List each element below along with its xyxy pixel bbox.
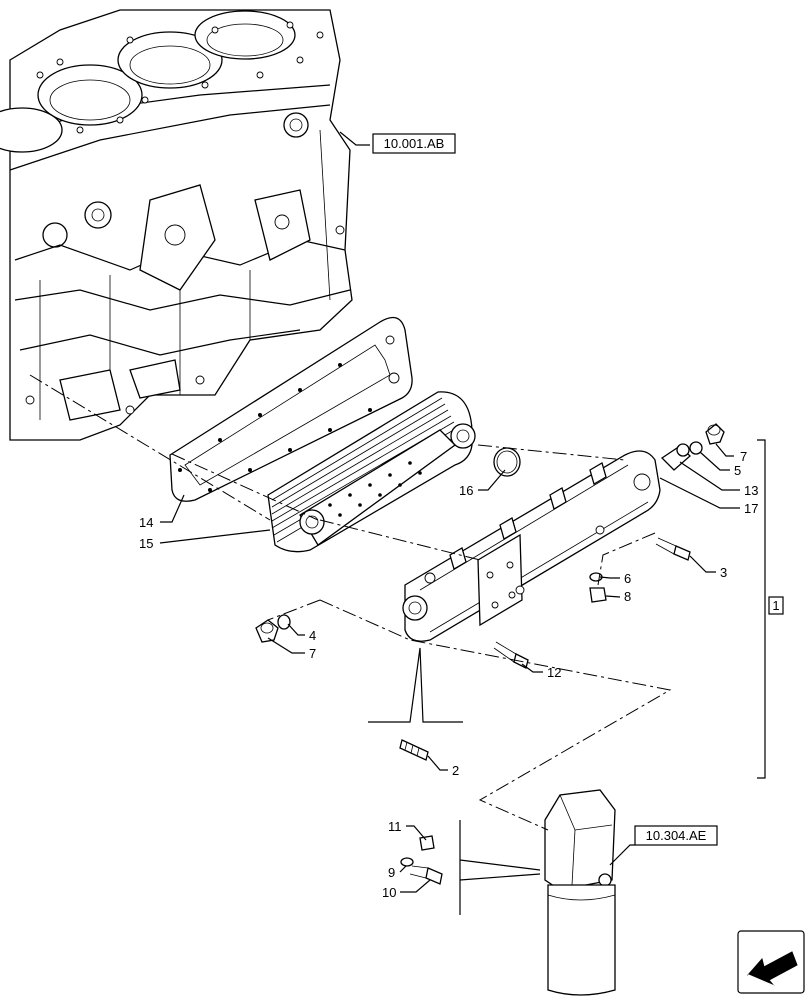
oil-cooler-housing	[402, 450, 661, 642]
reference-assembly[interactable]: 1	[768, 596, 784, 615]
gasket	[169, 316, 413, 502]
relief-valve	[660, 443, 691, 471]
arrow-icon[interactable]	[737, 930, 805, 994]
stud	[399, 739, 429, 761]
callout-7-left: 7	[309, 646, 316, 661]
callout-8: 8	[624, 589, 631, 604]
callout-17: 17	[744, 501, 758, 516]
reference-engine-block[interactable]: 10.001.AB	[372, 133, 456, 154]
reference-engine-block-label: 10.001.AB	[384, 136, 445, 151]
reference-oil-filter-label: 10.304.AE	[646, 828, 707, 843]
assembly-bracket	[757, 439, 766, 779]
oil-cooler-core	[267, 391, 476, 553]
bolt-filter-head	[409, 865, 443, 885]
washer-filter-head	[400, 857, 414, 867]
callout-9: 9	[388, 865, 395, 880]
callout-5: 5	[734, 463, 741, 478]
callout-13: 13	[744, 483, 758, 498]
callout-3: 3	[720, 565, 727, 580]
reference-oil-filter[interactable]: 10.304.AE	[634, 825, 718, 846]
drain-plug	[589, 587, 607, 603]
reference-assembly-label: 1	[772, 598, 779, 613]
callout-16: 16	[459, 483, 473, 498]
callout-labels: 14 15 16 7 5 13 17 3 6 8 4 7 12 2 11 9 1…	[139, 449, 758, 900]
callout-11: 11	[388, 819, 402, 834]
callout-14: 14	[139, 515, 153, 530]
seal-ring-top	[689, 441, 703, 455]
plug-left	[255, 619, 279, 643]
plug-top	[705, 423, 725, 445]
engine-block	[0, 9, 353, 441]
callout-7-top: 7	[740, 449, 747, 464]
section-mark	[368, 647, 541, 915]
callout-6: 6	[624, 571, 631, 586]
callout-15: 15	[139, 536, 153, 551]
callout-10: 10	[382, 885, 396, 900]
callout-12: 12	[547, 665, 561, 680]
center-lines	[29, 374, 672, 831]
callout-4: 4	[309, 628, 316, 643]
o-ring	[493, 447, 521, 477]
oil-filter-assembly	[544, 789, 616, 996]
leader-lines	[159, 131, 740, 893]
bolt-right	[655, 537, 691, 561]
callout-2: 2	[452, 763, 459, 778]
plug-filter-head	[419, 835, 435, 851]
seal-ring-left	[277, 614, 291, 630]
